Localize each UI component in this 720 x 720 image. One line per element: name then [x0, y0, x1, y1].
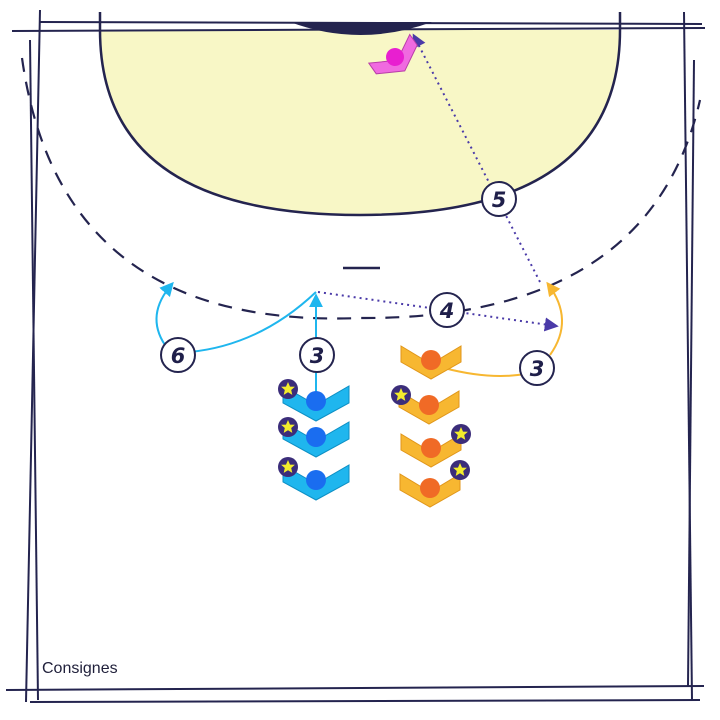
goal-area: [100, 30, 620, 215]
instructions-label: Consignes: [42, 660, 118, 677]
orange-player: [400, 424, 471, 468]
orange-player: [399, 460, 470, 508]
step-badge-4: 4: [429, 292, 465, 328]
svg-text:3: 3: [310, 344, 325, 368]
ball-icon: [420, 478, 440, 498]
blue-player: [278, 379, 350, 422]
ball-icon: [421, 350, 441, 370]
court-outline: [5, 9, 706, 703]
ball-icon: [386, 48, 404, 66]
ball-icon: [306, 470, 326, 490]
star-icon: [450, 460, 470, 480]
orange-player: [391, 385, 460, 425]
blue-player: [278, 457, 350, 501]
step-badge-6: 6: [160, 337, 196, 373]
blue-player: [278, 417, 350, 458]
run-arrow-3-right: [443, 367, 526, 377]
star-icon: [451, 424, 471, 444]
ball-icon: [419, 395, 439, 415]
svg-text:4: 4: [439, 299, 455, 323]
svg-text:5: 5: [492, 188, 507, 212]
free-throw-line: [20, 57, 702, 320]
orange-player: [400, 345, 462, 380]
star-icon: [278, 379, 298, 399]
step-badge-3-right: 3: [519, 350, 555, 386]
ball-icon: [306, 391, 326, 411]
run-arrow-6: [189, 291, 317, 353]
goal-area-line: [98, 12, 622, 217]
pass-arrow-5: [412, 33, 541, 283]
star-icon: [391, 385, 411, 405]
goalkeeper: [367, 33, 418, 75]
step-badge-3-left: 3: [299, 337, 335, 373]
svg-text:6: 6: [171, 344, 186, 368]
ball-icon: [306, 427, 326, 447]
star-icon: [278, 417, 298, 437]
step-badge-5: 5: [481, 181, 517, 217]
svg-text:3: 3: [530, 357, 545, 381]
ball-icon: [421, 438, 441, 458]
star-icon: [278, 457, 298, 477]
run-arrow-3-right-curl: [546, 281, 563, 356]
run-arrow-6-curl: [155, 281, 174, 346]
